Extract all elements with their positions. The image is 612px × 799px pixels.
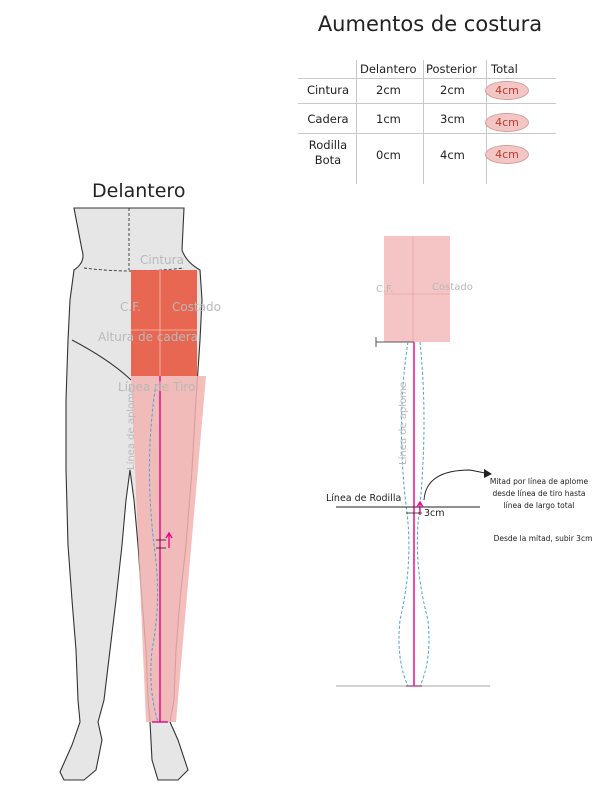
label-costado: Costado bbox=[172, 300, 221, 314]
table-rule bbox=[356, 60, 357, 184]
label-3cm: 3cm bbox=[424, 508, 445, 519]
label-linea-rodilla: Línea de Rodilla bbox=[326, 493, 402, 504]
detail-label-cf: C.F. bbox=[376, 284, 394, 295]
label-cf: C.F. bbox=[120, 300, 141, 314]
cell-rodilla-delantero: 0cm bbox=[376, 148, 401, 162]
note-subir: Desde la mitad, subir 3cm bbox=[493, 534, 593, 543]
detail-label-costado: Costado bbox=[432, 282, 473, 293]
page-title: Aumentos de costura bbox=[317, 12, 543, 36]
cell-rodilla-total: 4cm bbox=[485, 145, 529, 164]
allowance-table: Delantero Posterior Total Cintura 2cm 2c… bbox=[298, 60, 556, 184]
row-label-rodilla: Rodilla bbox=[308, 138, 348, 152]
arrow-up-detail bbox=[416, 500, 424, 515]
detail-hip-block bbox=[384, 236, 450, 342]
leg-band bbox=[131, 376, 206, 722]
dashed-curve-detail-right bbox=[416, 341, 430, 687]
waist-line bbox=[83, 267, 185, 272]
label-linea-tiro: Línea de Tiro bbox=[118, 380, 196, 394]
row-label-cadera: Cadera bbox=[307, 112, 349, 126]
cell-cadera-posterior: 3cm bbox=[440, 112, 465, 126]
cell-cintura-total: 4cm bbox=[485, 81, 529, 100]
note-mitad-line-2: desde línea de tiro hasta bbox=[492, 489, 586, 498]
note-mitad-line-1: Mitad por línea de aplome bbox=[489, 477, 589, 486]
cell-rodilla-posterior: 4cm bbox=[440, 148, 465, 162]
cell-cintura-posterior: 2cm bbox=[440, 83, 465, 97]
arrow-up-front bbox=[165, 531, 173, 548]
hip-block bbox=[131, 270, 197, 376]
label-altura-cadera: Altura de cadera bbox=[98, 330, 199, 344]
note-mitad-line-3: línea de largo total bbox=[503, 501, 575, 510]
label-linea-aplome-front: Línea de aplome bbox=[126, 386, 137, 470]
front-title: Delantero bbox=[92, 180, 186, 202]
row-label-cintura: Cintura bbox=[306, 83, 350, 97]
table-rule bbox=[298, 78, 556, 79]
cell-cadera-delantero: 1cm bbox=[376, 112, 401, 126]
table-rule bbox=[298, 103, 556, 104]
detail-label-linea-aplome: Línea de aplome bbox=[398, 381, 409, 465]
header-delantero: Delantero bbox=[360, 62, 417, 76]
label-cintura: Cintura bbox=[140, 253, 184, 267]
header-total: Total bbox=[491, 62, 518, 76]
cell-cintura-delantero: 2cm bbox=[376, 83, 401, 97]
dashed-curve-detail-left bbox=[398, 341, 410, 687]
table-rule bbox=[423, 60, 424, 184]
row-label-bota: Bota bbox=[314, 153, 342, 167]
note-mitad: Mitad por línea de aplome desde línea de… bbox=[474, 476, 604, 512]
table-rule bbox=[298, 133, 556, 134]
pointer-arrow bbox=[423, 469, 491, 501]
header-posterior: Posterior bbox=[426, 62, 477, 76]
pointer-arrowhead bbox=[484, 469, 492, 478]
dashed-leg-curve-front bbox=[148, 383, 159, 723]
crotch-curve bbox=[71, 339, 132, 381]
cell-cadera-total: 4cm bbox=[485, 113, 529, 132]
